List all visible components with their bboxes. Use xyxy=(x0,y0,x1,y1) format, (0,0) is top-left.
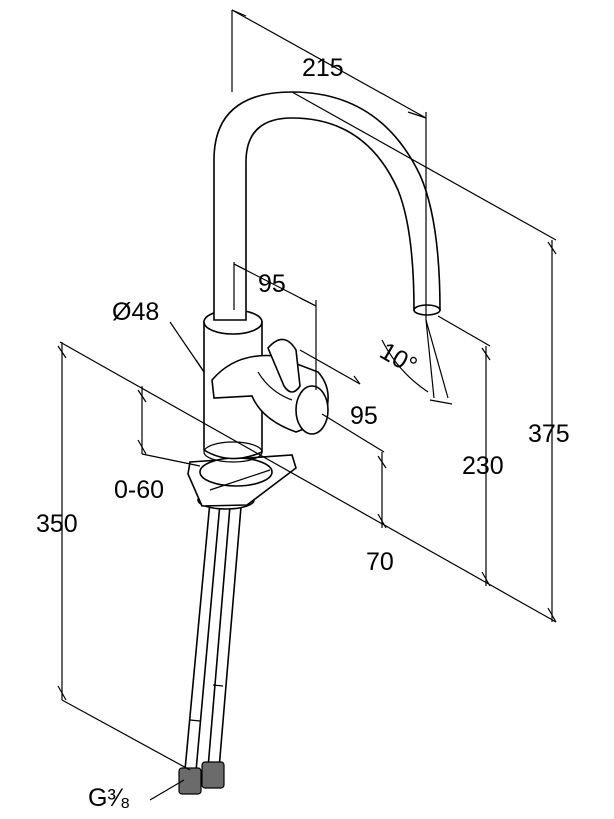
dim-outlet-height: 230 xyxy=(462,452,504,480)
dim-hose-length: 350 xyxy=(36,510,78,538)
dim-lever-horizontal: 95 xyxy=(258,270,286,298)
dim-overall-height: 375 xyxy=(528,420,570,448)
hose-connector-right xyxy=(201,761,225,789)
dim-spout-reach: 215 xyxy=(302,54,344,82)
hose-connector-left xyxy=(178,767,202,795)
dimension-labels: 215 375 230 10° 95 95 Ø48 0-60 350 70 G³… xyxy=(36,54,570,812)
dim-outlet-angle: 10° xyxy=(375,337,422,380)
faucet xyxy=(178,91,441,795)
lever-handle xyxy=(211,338,329,435)
dim-deck-thickness: 0-60 xyxy=(114,476,164,504)
supply-hoses xyxy=(178,479,244,795)
dim-connection-thread: G³⁄₈ xyxy=(88,784,130,812)
dimension-lines xyxy=(57,9,557,801)
dim-lever-depth: 95 xyxy=(350,402,378,430)
dim-lever-height: 70 xyxy=(366,548,394,576)
spout xyxy=(213,91,441,321)
mounting-bracket xyxy=(187,454,297,510)
dim-body-diameter: Ø48 xyxy=(112,298,159,326)
